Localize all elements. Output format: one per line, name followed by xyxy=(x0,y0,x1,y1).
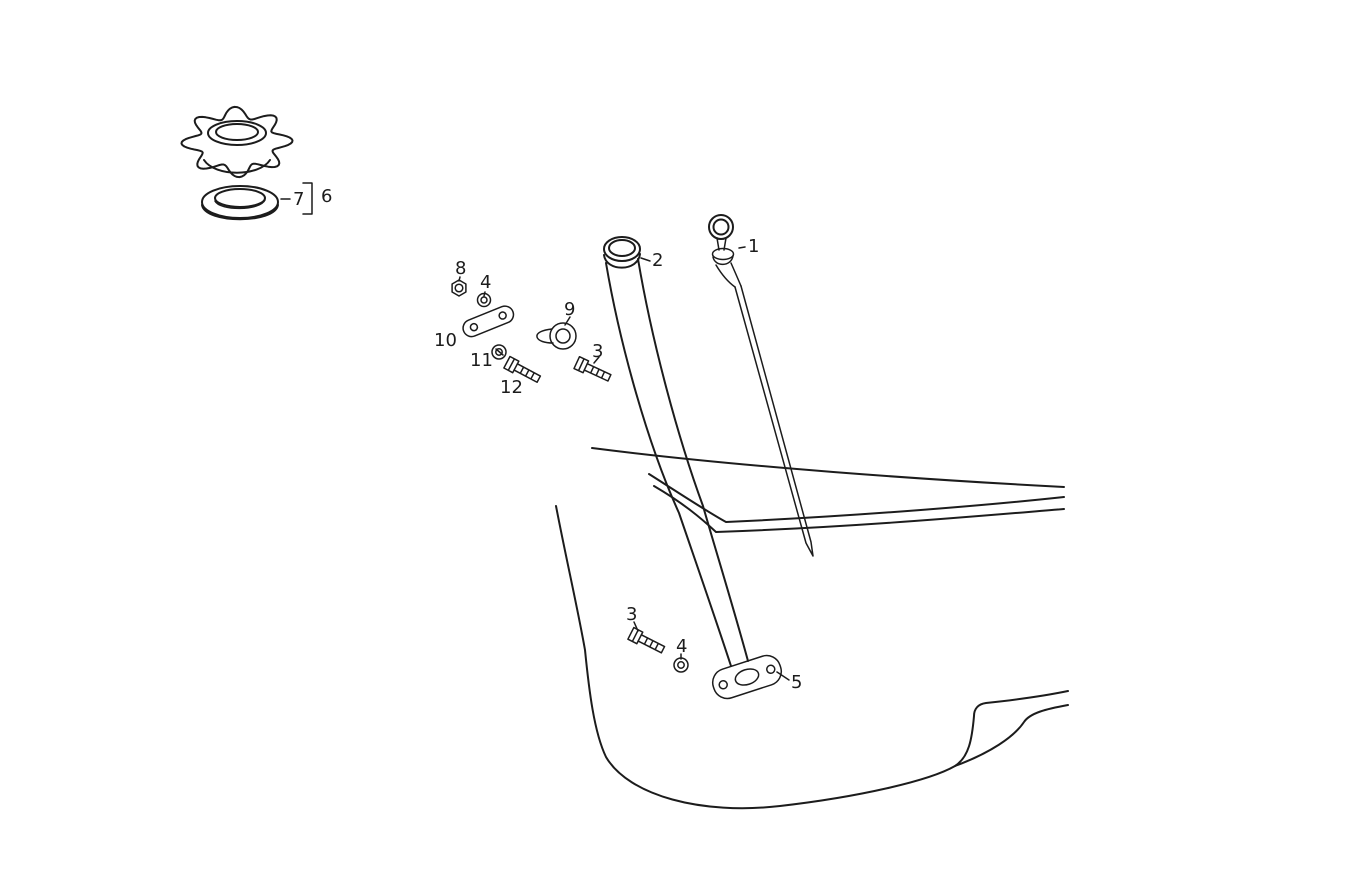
oil-rail-upper xyxy=(648,473,1065,523)
gasket-inner-edge xyxy=(214,188,266,208)
bolt-3b-head xyxy=(627,626,644,645)
filler-tube xyxy=(603,236,749,667)
mount-hardware xyxy=(451,279,542,383)
strap-bracket-10 xyxy=(462,305,515,338)
filler-cap-scalloped-outline xyxy=(180,105,294,179)
engine-outline xyxy=(555,447,1069,810)
tube-flange-5 xyxy=(711,654,783,700)
bolt-3a xyxy=(573,355,612,382)
tube-top-opening-outer xyxy=(603,236,641,262)
dipstick-ring-outer xyxy=(708,214,734,240)
dipstick-ring-inner xyxy=(712,218,730,236)
filler-cap-bottom-rim xyxy=(203,159,271,174)
clamp-ring-outer xyxy=(549,322,577,350)
leader-line-3b xyxy=(633,621,639,632)
bolt-3b xyxy=(627,626,666,654)
gasket-inner-thickness xyxy=(214,199,266,210)
gasket-outer-edge xyxy=(201,185,279,219)
nut-8 xyxy=(451,279,467,297)
strap-hole-right xyxy=(498,311,507,320)
flange-center-hole xyxy=(734,668,760,686)
nut-8-hole xyxy=(454,283,464,293)
flange-bolt-hole-right xyxy=(766,664,776,675)
leader-line-3a xyxy=(593,356,600,364)
engine-top-edge xyxy=(591,447,1065,488)
bolt-3b-shaft xyxy=(637,634,666,654)
washer-4b-outer xyxy=(673,657,689,673)
bolt-12 xyxy=(503,355,542,383)
tube-left-edge xyxy=(605,262,732,667)
washer-11-outer xyxy=(491,344,507,360)
clamp-tab xyxy=(536,328,554,344)
cap-gasket xyxy=(201,185,279,221)
tube-top-opening-inner xyxy=(608,239,636,257)
bolt-3a-head xyxy=(573,355,590,374)
label-bracket-6 xyxy=(302,182,313,215)
clamp-ring-inner xyxy=(555,328,571,344)
leader-line-2 xyxy=(640,257,651,262)
leader-line-8 xyxy=(458,276,461,282)
dipstick-cone xyxy=(715,262,742,288)
flange-plate xyxy=(711,654,783,700)
gasket-thickness xyxy=(201,204,279,221)
washer-4a-inner xyxy=(480,296,488,304)
washer-4b xyxy=(673,657,689,673)
oil-rail-lower xyxy=(653,485,1065,533)
filler-cap-opening-inner xyxy=(215,123,259,141)
dipstick-collar xyxy=(711,247,735,261)
dipstick-collar-bottom xyxy=(712,255,734,266)
washer-4b-inner xyxy=(677,661,685,669)
bolt-12-shaft xyxy=(513,363,542,383)
leader-line-9 xyxy=(564,316,571,326)
flange-bolt-hole-left xyxy=(718,679,728,690)
strap-hole-left xyxy=(469,322,479,332)
leader-line-4a xyxy=(483,291,486,297)
dipstick xyxy=(708,214,814,557)
oil-pan-corner-curve xyxy=(954,704,1069,767)
washer-11-split xyxy=(495,348,504,356)
filler-cap-opening-outer xyxy=(207,120,267,146)
bolt-3a-shaft xyxy=(583,362,612,382)
filler-cap xyxy=(180,105,294,179)
oil-pan-outline xyxy=(555,505,1069,810)
dipstick-rod xyxy=(734,285,814,557)
leader-line-5 xyxy=(776,671,790,681)
leader-line-1 xyxy=(738,246,746,249)
tube-right-edge xyxy=(637,258,749,662)
strap-body xyxy=(462,305,515,338)
clamp-9 xyxy=(536,322,577,350)
bolt-12-head xyxy=(503,355,520,374)
washer-11-inner xyxy=(495,348,503,356)
leader-lines xyxy=(280,182,790,681)
